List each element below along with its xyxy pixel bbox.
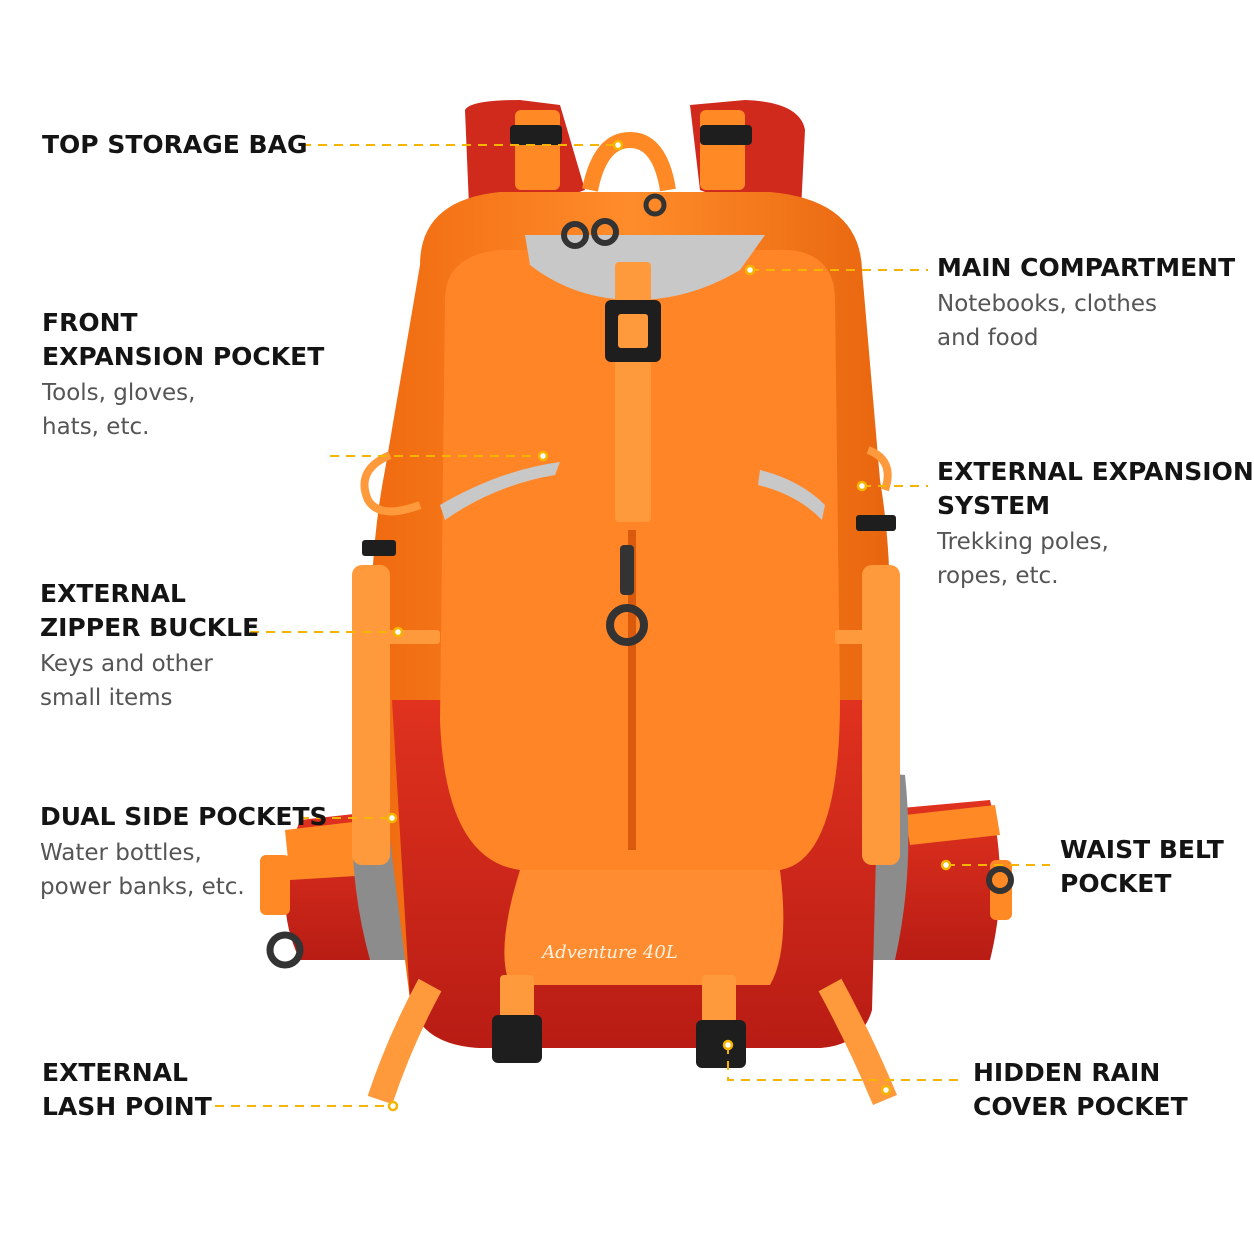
waist-keyring-right [986, 866, 1014, 894]
top-handle [582, 131, 676, 192]
waist-keyring-left [266, 931, 304, 969]
label-front-expansion: FRONT EXPANSION POCKET Tools, gloves, ha… [42, 306, 324, 444]
reflective-stripe [440, 462, 560, 520]
zipper-pull [606, 604, 648, 646]
label-title: TOP STORAGE BAG [42, 130, 308, 159]
brand-text: Adventure 40L [540, 942, 678, 963]
label-rain-cover: HIDDEN RAIN COVER POCKET [973, 1056, 1188, 1124]
label-title: FRONT EXPANSION POCKET [42, 308, 325, 371]
compression-straps [352, 515, 900, 865]
label-waist-belt: WAIST BELT POCKET [1060, 833, 1224, 901]
label-side-pockets: DUAL SIDE POCKETS Water bottles, power b… [40, 800, 328, 904]
label-zipper-buckle: EXTERNAL ZIPPER BUCKLE Keys and other sm… [40, 577, 259, 715]
label-desc: Keys and other small items [40, 651, 213, 711]
label-external-expansion: EXTERNAL EXPANSION SYSTEM Trekking poles… [937, 455, 1254, 593]
top-zipper-pull-right [591, 218, 619, 246]
label-desc: Water bottles, power banks, etc. [40, 840, 245, 900]
bottom-flap [504, 870, 784, 985]
bungee-cord-left [360, 451, 422, 516]
label-title: EXTERNAL ZIPPER BUCKLE [40, 579, 260, 642]
label-desc: Notebooks, clothes and food [937, 291, 1157, 351]
label-title: WAIST BELT POCKET [1060, 835, 1224, 898]
label-title: MAIN COMPARTMENT [937, 253, 1236, 282]
leader-lines [215, 139, 1050, 1112]
top-zipper-pull-left [561, 221, 589, 249]
label-title: HIDDEN RAIN COVER POCKET [973, 1058, 1188, 1121]
label-title: EXTERNAL EXPANSION SYSTEM [937, 457, 1254, 520]
label-title: DUAL SIDE POCKETS [40, 802, 328, 831]
lash-straps [367, 975, 897, 1106]
label-title: EXTERNAL LASH POINT [42, 1058, 212, 1121]
label-desc: Tools, gloves, hats, etc. [42, 380, 196, 440]
label-main-compartment: MAIN COMPARTMENT Notebooks, clothes and … [937, 251, 1235, 355]
label-top-storage: TOP STORAGE BAG [42, 128, 307, 162]
label-desc: Trekking poles, ropes, etc. [937, 529, 1109, 589]
label-lash-point: EXTERNAL LASH POINT [42, 1056, 212, 1124]
front-panel [440, 250, 840, 870]
